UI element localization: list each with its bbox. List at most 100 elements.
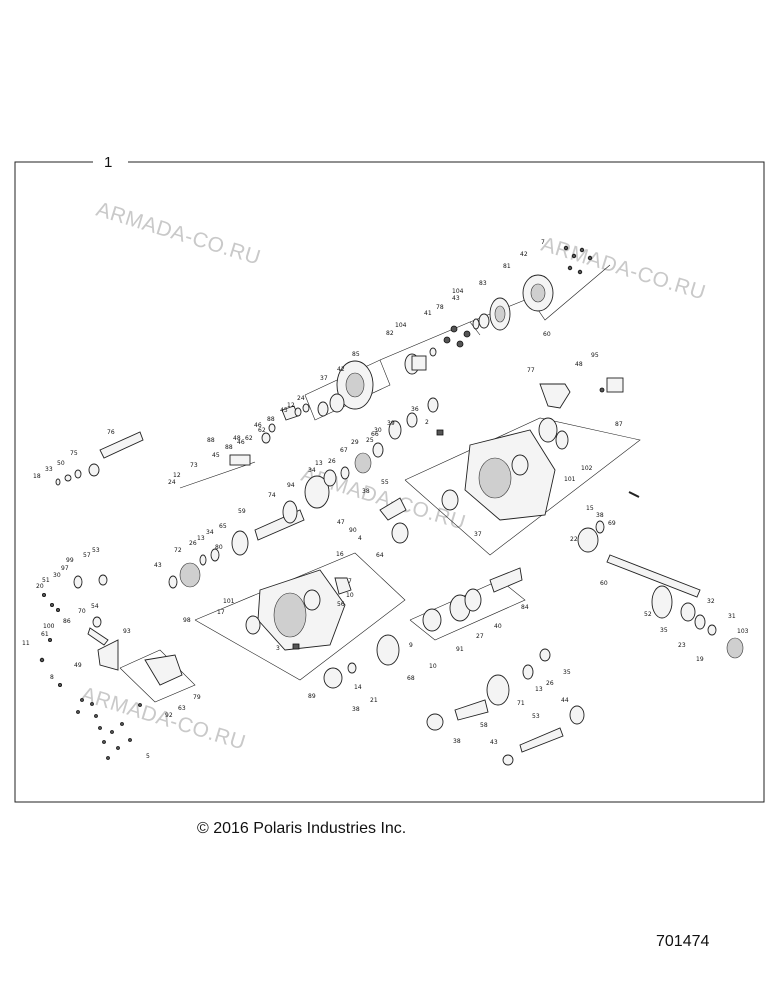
svg-text:3: 3 bbox=[276, 645, 280, 652]
svg-text:30: 30 bbox=[374, 427, 382, 434]
svg-text:63: 63 bbox=[178, 705, 186, 712]
svg-text:25: 25 bbox=[366, 437, 374, 444]
svg-text:41: 41 bbox=[424, 310, 432, 317]
svg-text:98: 98 bbox=[183, 617, 191, 624]
svg-text:2: 2 bbox=[425, 419, 429, 426]
svg-text:81: 81 bbox=[503, 263, 511, 270]
svg-text:30: 30 bbox=[53, 572, 61, 579]
svg-text:21: 21 bbox=[370, 697, 378, 704]
svg-text:9: 9 bbox=[409, 642, 413, 649]
frame-label: 1 bbox=[104, 154, 112, 171]
right-case-half bbox=[404, 417, 641, 556]
copyright-notice: © 2016 Polaris Industries Inc. bbox=[197, 820, 406, 837]
svg-text:100: 100 bbox=[43, 623, 55, 630]
svg-text:104: 104 bbox=[452, 288, 464, 295]
svg-text:95: 95 bbox=[591, 352, 599, 359]
shift-fork-group bbox=[55, 403, 310, 489]
svg-text:52: 52 bbox=[644, 611, 652, 618]
middle-shaft-group bbox=[168, 397, 439, 589]
svg-text:7: 7 bbox=[541, 239, 545, 246]
svg-text:32: 32 bbox=[707, 598, 715, 605]
svg-text:51: 51 bbox=[42, 577, 50, 584]
svg-text:53: 53 bbox=[532, 713, 540, 720]
svg-text:88: 88 bbox=[207, 437, 215, 444]
bracket-actuator bbox=[539, 377, 624, 409]
left-case-half bbox=[194, 552, 406, 681]
svg-text:46: 46 bbox=[237, 439, 245, 446]
svg-text:42: 42 bbox=[337, 366, 345, 373]
svg-text:34: 34 bbox=[308, 467, 316, 474]
svg-text:62: 62 bbox=[258, 427, 266, 434]
callout-labels: 7 42 81 83 104 43 78 41 82 104 60 85 37 … bbox=[22, 239, 749, 760]
svg-text:65: 65 bbox=[219, 523, 227, 530]
svg-text:44: 44 bbox=[561, 697, 569, 704]
svg-text:42: 42 bbox=[520, 251, 528, 258]
svg-text:15: 15 bbox=[586, 505, 594, 512]
svg-text:40: 40 bbox=[494, 623, 502, 630]
svg-text:8: 8 bbox=[50, 674, 54, 681]
svg-text:69: 69 bbox=[608, 520, 616, 527]
svg-text:17: 17 bbox=[217, 609, 225, 616]
svg-text:76: 76 bbox=[107, 429, 115, 436]
svg-text:20: 20 bbox=[36, 583, 44, 590]
svg-text:29: 29 bbox=[351, 439, 359, 446]
svg-text:82: 82 bbox=[386, 330, 394, 337]
svg-text:33: 33 bbox=[45, 466, 53, 473]
svg-text:72: 72 bbox=[174, 547, 182, 554]
svg-text:26: 26 bbox=[189, 540, 197, 547]
svg-text:38: 38 bbox=[453, 738, 461, 745]
svg-text:91: 91 bbox=[456, 646, 464, 653]
svg-text:86: 86 bbox=[63, 618, 71, 625]
svg-text:38: 38 bbox=[352, 706, 360, 713]
watermark: ARMADA-CO.RU bbox=[94, 198, 264, 270]
svg-text:87: 87 bbox=[615, 421, 623, 428]
svg-text:48: 48 bbox=[575, 361, 583, 368]
svg-text:24: 24 bbox=[168, 479, 176, 486]
svg-text:45: 45 bbox=[280, 407, 288, 414]
svg-text:88: 88 bbox=[267, 416, 275, 423]
svg-text:94: 94 bbox=[287, 482, 295, 489]
svg-text:35: 35 bbox=[563, 669, 571, 676]
svg-text:62: 62 bbox=[245, 435, 253, 442]
lower-gear-groups bbox=[323, 567, 585, 766]
svg-text:70: 70 bbox=[78, 608, 86, 615]
svg-text:43: 43 bbox=[490, 739, 498, 746]
svg-text:36: 36 bbox=[411, 406, 419, 413]
svg-text:75: 75 bbox=[70, 450, 78, 457]
svg-text:43: 43 bbox=[154, 562, 162, 569]
svg-text:39: 39 bbox=[387, 420, 395, 427]
svg-text:5: 5 bbox=[146, 753, 150, 760]
svg-text:55: 55 bbox=[381, 479, 389, 486]
svg-text:73: 73 bbox=[190, 462, 198, 469]
svg-text:80: 80 bbox=[215, 544, 223, 551]
svg-text:11: 11 bbox=[22, 640, 30, 647]
svg-text:26: 26 bbox=[328, 458, 336, 465]
svg-text:37: 37 bbox=[474, 531, 482, 538]
drawing-number: 701474 bbox=[656, 933, 709, 950]
svg-text:67: 67 bbox=[340, 447, 348, 454]
svg-text:61: 61 bbox=[41, 631, 49, 638]
svg-text:60: 60 bbox=[543, 331, 551, 338]
svg-text:68: 68 bbox=[407, 675, 415, 682]
svg-text:64: 64 bbox=[376, 552, 384, 559]
svg-text:13: 13 bbox=[535, 686, 543, 693]
svg-text:4: 4 bbox=[358, 535, 362, 542]
svg-text:45: 45 bbox=[212, 452, 220, 459]
svg-text:49: 49 bbox=[74, 662, 82, 669]
svg-text:10: 10 bbox=[429, 663, 437, 670]
svg-text:60: 60 bbox=[600, 580, 608, 587]
svg-text:19: 19 bbox=[696, 656, 704, 663]
left-small-parts bbox=[39, 574, 196, 760]
svg-text:89: 89 bbox=[308, 693, 316, 700]
svg-text:46: 46 bbox=[254, 422, 262, 429]
svg-text:85: 85 bbox=[352, 351, 360, 358]
assembly-frame: 1 bbox=[14, 154, 765, 803]
svg-text:10: 10 bbox=[346, 592, 354, 599]
svg-text:38: 38 bbox=[596, 512, 604, 519]
svg-text:99: 99 bbox=[66, 557, 74, 564]
svg-text:103: 103 bbox=[737, 628, 749, 635]
svg-text:83: 83 bbox=[479, 280, 487, 287]
svg-text:93: 93 bbox=[123, 628, 131, 635]
svg-text:22: 22 bbox=[570, 536, 578, 543]
svg-text:97: 97 bbox=[61, 565, 69, 572]
